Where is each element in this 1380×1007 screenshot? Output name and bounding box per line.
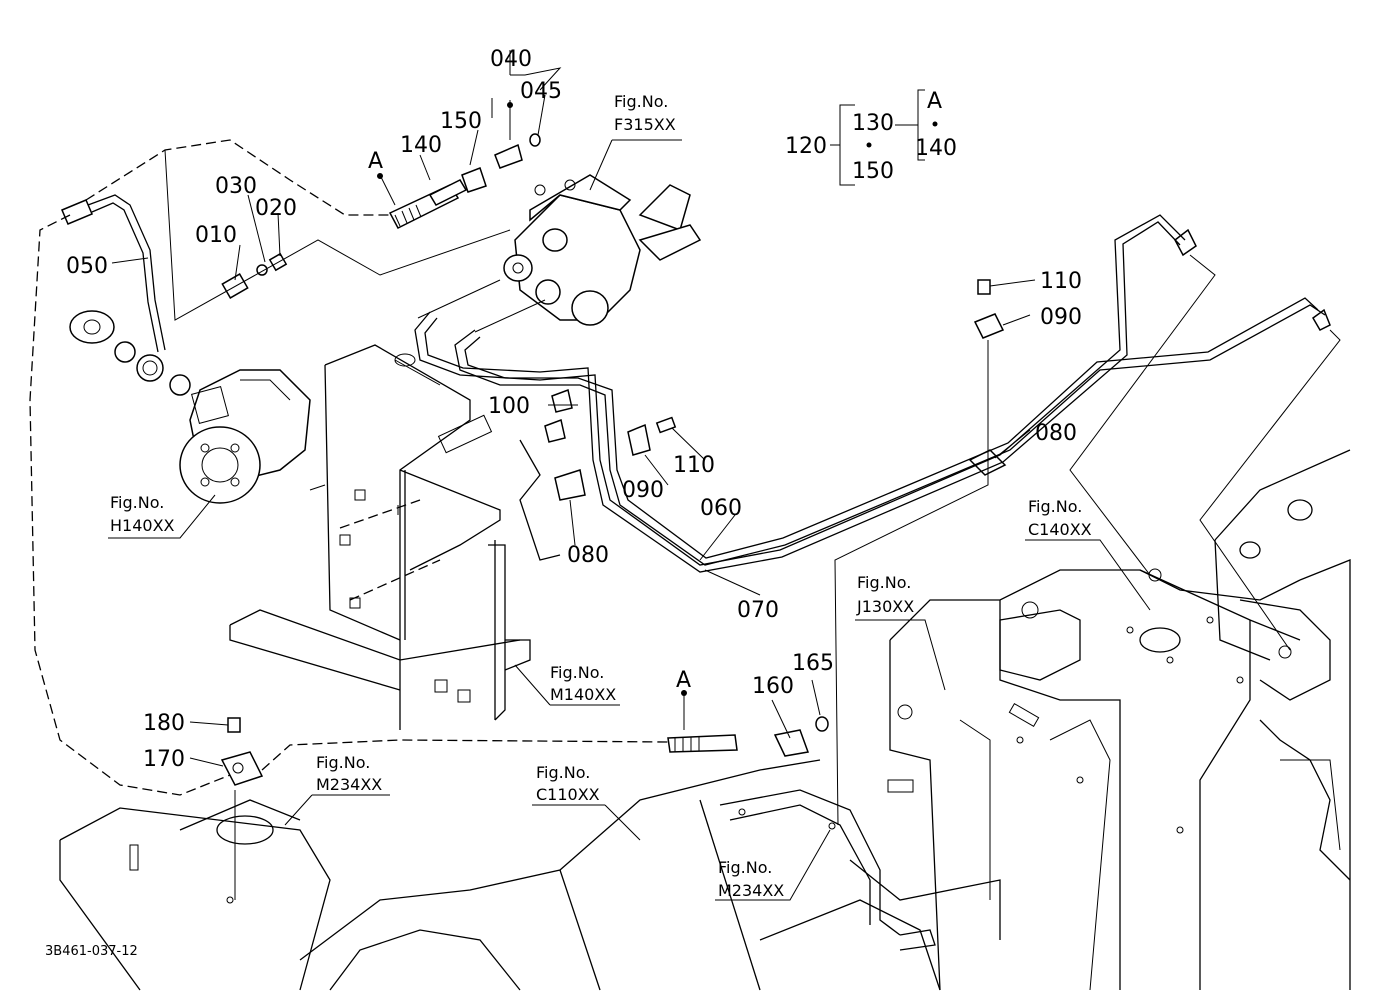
fig-ref-j130-code: J130XX bbox=[856, 597, 914, 616]
drawing-code: 3B461-037-12 bbox=[45, 944, 138, 959]
callout-045: 045 bbox=[520, 79, 562, 104]
callout-130: 130 bbox=[852, 111, 894, 136]
callout-180: 180 bbox=[143, 711, 185, 736]
fig-ref-m234-left-code: M234XX bbox=[316, 775, 382, 794]
callout-080-right: 080 bbox=[1035, 421, 1077, 446]
fig-ref-c140-code: C140XX bbox=[1028, 520, 1092, 539]
callout-150: 150 bbox=[440, 109, 482, 134]
fig-ref-m234-right-code: M234XX bbox=[718, 881, 784, 900]
fig-ref-h140-label: Fig.No. bbox=[110, 493, 164, 512]
fig-ref-f315-label: Fig.No. bbox=[614, 92, 668, 111]
callout-020: 020 bbox=[255, 196, 297, 221]
harness-lower bbox=[261, 739, 669, 771]
callout-080-center: 080 bbox=[567, 543, 609, 568]
frame-strap bbox=[719, 789, 936, 951]
callout-140: 140 bbox=[400, 133, 442, 158]
callout-A-bottom: A bbox=[676, 668, 691, 693]
callout-030: 030 bbox=[215, 174, 257, 199]
rear-axle-housing-right bbox=[887, 449, 1351, 991]
callout-120: 120 bbox=[785, 134, 827, 159]
callout-050: 050 bbox=[66, 254, 108, 279]
callout-160: 160 bbox=[752, 674, 794, 699]
leader-lines bbox=[108, 50, 1341, 901]
fig-ref-j130-label: Fig.No. bbox=[857, 573, 911, 592]
callout-040: 040 bbox=[490, 47, 532, 72]
fig-ref-m234-left-label: Fig.No. bbox=[316, 753, 370, 772]
fig-ref-c110-label: Fig.No. bbox=[536, 763, 590, 782]
callout-070: 070 bbox=[737, 598, 779, 623]
seal-and-fittings-left bbox=[69, 252, 288, 396]
callout-dots bbox=[377, 102, 938, 696]
control-valve-block bbox=[503, 174, 702, 326]
mounting-bracket-panel bbox=[229, 344, 561, 730]
harness-loop bbox=[29, 214, 231, 796]
tube-connectors-right bbox=[61, 199, 1331, 331]
hydraulic-tubes bbox=[87, 194, 1326, 573]
fig-ref-m140-label: Fig.No. bbox=[550, 663, 604, 682]
fig-ref-h140-code: H140XX bbox=[110, 516, 175, 535]
harness-upper bbox=[85, 139, 390, 216]
figure-references: Fig.No. F315XX Fig.No. H140XX Fig.No. C1… bbox=[110, 92, 1092, 900]
transmission-case-lower bbox=[59, 759, 1001, 991]
hose-fittings-140-150 bbox=[388, 133, 541, 229]
fig-ref-m140-code: M140XX bbox=[550, 685, 616, 704]
callout-090-center: 090 bbox=[622, 478, 664, 503]
callout-090-right: 090 bbox=[1040, 305, 1082, 330]
callout-A-top: A bbox=[368, 149, 383, 174]
clamps-and-bolts bbox=[220, 279, 1007, 786]
callout-100: 100 bbox=[488, 394, 530, 419]
fig-ref-c110-code: C110XX bbox=[536, 785, 600, 804]
sensor-fitting-160-165 bbox=[667, 716, 829, 757]
fig-ref-c140-label: Fig.No. bbox=[1028, 497, 1082, 516]
callout-110-right: 110 bbox=[1040, 269, 1082, 294]
callout-110-center: 110 bbox=[673, 453, 715, 478]
callout-150-group: 150 bbox=[852, 159, 894, 184]
callout-010: 010 bbox=[195, 223, 237, 248]
callout-140-group: 140 bbox=[915, 136, 957, 161]
fig-ref-f315-code: F315XX bbox=[614, 115, 676, 134]
callout-165: 165 bbox=[792, 651, 834, 676]
hydraulic-pump-assembly bbox=[179, 369, 311, 504]
callout-170: 170 bbox=[143, 747, 185, 772]
callout-A-group: A bbox=[927, 89, 942, 114]
callout-060: 060 bbox=[700, 496, 742, 521]
fig-ref-m234-right-label: Fig.No. bbox=[718, 858, 772, 877]
callout-labels: 040 045 150 140 A 030 020 010 050 120 13… bbox=[66, 47, 1082, 772]
